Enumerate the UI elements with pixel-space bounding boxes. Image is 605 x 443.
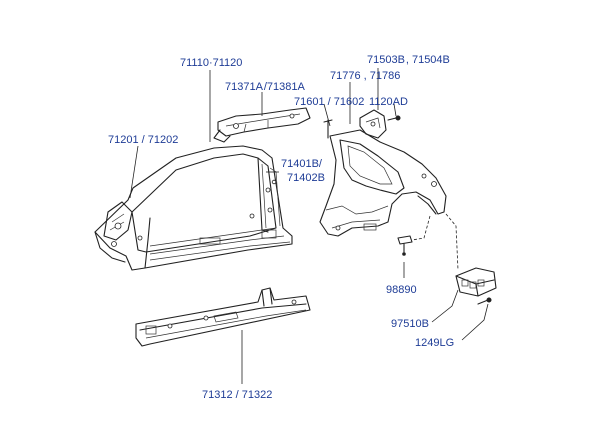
- label-71776: 71776 , 71786: [330, 70, 400, 82]
- front-pillar-assembly: [94, 145, 293, 271]
- label-1249lg: 1249LG: [415, 337, 454, 349]
- label-71601: 71601 / 71602: [294, 96, 364, 108]
- label-71401-line2: 71402B: [287, 172, 325, 184]
- label-97510b: 97510B: [391, 318, 429, 330]
- part-labels: 71110·71120 71371A /71381A 71201 / 71202…: [108, 54, 454, 401]
- fastener-98890: [397, 235, 413, 256]
- leader-lines: [129, 68, 489, 384]
- screw-1249lg: [477, 297, 492, 305]
- label-1120ad: 1120AD: [369, 96, 408, 108]
- label-71110: 71110·71120: [180, 57, 242, 69]
- label-71401-line1: 71401B/: [281, 158, 323, 170]
- bolt-1120ad: [387, 115, 401, 121]
- quarter-inner-bracket: [359, 109, 387, 139]
- side-sill: [135, 287, 311, 347]
- label-71201: 71201 / 71202: [108, 134, 178, 146]
- label-98890: 98890: [386, 284, 417, 296]
- rear-quarter-panel: [319, 119, 447, 237]
- vent-grille: [455, 267, 497, 297]
- label-71371: 71371A /71381A: [225, 81, 305, 93]
- roof-rail-reinforcement: [213, 107, 311, 143]
- label-71503: 71503B , 71504B: [367, 54, 450, 66]
- label-71312: 71312 / 71322: [202, 389, 272, 401]
